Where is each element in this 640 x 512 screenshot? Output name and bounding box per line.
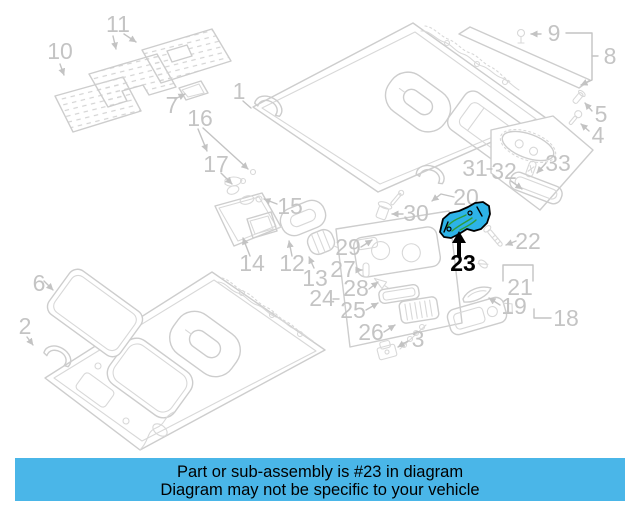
roof-strip-8 xyxy=(458,26,591,89)
console-unit-18 xyxy=(446,296,513,336)
pin-22 xyxy=(483,225,503,247)
callout-7[interactable]: 7 xyxy=(166,92,179,118)
callout-14[interactable]: 14 xyxy=(239,250,265,276)
callout-1[interactable]: 1 xyxy=(233,78,246,104)
highlighted-part-shape[interactable] xyxy=(439,201,491,239)
line-art xyxy=(43,22,594,451)
harness-upper xyxy=(420,30,520,91)
callout-27[interactable]: 27 xyxy=(330,256,356,282)
grommet-30 xyxy=(375,201,393,221)
banner-line1: Part or sub-assembly is #23 in diagram xyxy=(177,463,463,481)
vent-26 xyxy=(398,296,440,324)
banner: Part or sub-assembly is #23 in diagram D… xyxy=(15,458,625,501)
grab-handle-front xyxy=(253,95,283,118)
callout-5[interactable]: 5 xyxy=(595,101,608,127)
visor-clip-bezel-12 xyxy=(276,199,327,237)
sun-visor xyxy=(214,192,282,247)
visor-clip-17 xyxy=(224,176,243,187)
callout-13[interactable]: 13 xyxy=(302,265,328,291)
callout-16[interactable]: 16 xyxy=(187,105,213,131)
callout-29[interactable]: 29 xyxy=(335,234,361,260)
callout-22[interactable]: 22 xyxy=(515,228,541,254)
callout-17[interactable]: 17 xyxy=(203,151,229,177)
console-top-module xyxy=(352,226,442,278)
callout-33[interactable]: 33 xyxy=(545,150,571,176)
sunroof-opening xyxy=(384,71,452,133)
callout-2[interactable]: 2 xyxy=(19,313,32,339)
grab-handle-2 xyxy=(43,345,72,368)
clip-9 xyxy=(516,28,526,44)
callout-21[interactable]: 21 xyxy=(507,274,533,300)
callout-15[interactable]: 15 xyxy=(277,193,303,219)
banner-line2: Diagram may not be specific to your vehi… xyxy=(160,481,479,499)
callout-6[interactable]: 6 xyxy=(33,270,46,296)
lens-25 xyxy=(378,283,420,305)
callout-25[interactable]: 25 xyxy=(340,297,366,323)
callout-9[interactable]: 9 xyxy=(548,20,561,46)
bulb-27 xyxy=(362,262,370,278)
dome-bulb xyxy=(525,160,537,178)
sunroof-glass-6 xyxy=(46,268,144,358)
callout-4[interactable]: 4 xyxy=(592,122,605,148)
insulation-pad-7 xyxy=(178,80,209,101)
pin-30 xyxy=(390,189,405,206)
callout-30[interactable]: 30 xyxy=(403,200,429,226)
callout-11[interactable]: 11 xyxy=(106,11,130,37)
callout-24[interactable]: 24 xyxy=(309,285,335,311)
part-23-pointer xyxy=(452,231,466,257)
callout-8[interactable]: 8 xyxy=(604,43,617,69)
trim-19 xyxy=(462,286,492,303)
screw-by-23 xyxy=(477,259,489,269)
highlighted-part-23[interactable] xyxy=(439,201,491,239)
callout-10[interactable]: 10 xyxy=(47,38,73,64)
callout-12[interactable]: 12 xyxy=(279,250,305,276)
grommet-5 xyxy=(572,89,586,104)
headliner-sunroof-opening xyxy=(169,310,241,378)
screw-4 xyxy=(568,110,583,126)
leader-lines xyxy=(26,30,599,348)
callout-32[interactable]: 32 xyxy=(491,158,517,184)
banner-background xyxy=(15,458,625,501)
pad-11-hole xyxy=(166,44,193,63)
dome-lens xyxy=(509,171,563,205)
visor-mirror xyxy=(246,211,278,239)
dome-lamp xyxy=(499,128,557,164)
roller-13 xyxy=(306,228,342,256)
callout-3[interactable]: 3 xyxy=(412,326,425,352)
visor-pivot xyxy=(239,195,255,205)
callout-26[interactable]: 26 xyxy=(358,319,384,345)
part-23-label[interactable]: 23 xyxy=(450,250,476,276)
grab-handle-rear xyxy=(415,164,445,185)
callout-28[interactable]: 28 xyxy=(343,275,369,301)
callout-18[interactable]: 18 xyxy=(553,305,579,331)
callout-31[interactable]: 31 xyxy=(462,155,488,181)
callout-19[interactable]: 19 xyxy=(501,293,527,319)
clip-3 xyxy=(376,339,398,361)
